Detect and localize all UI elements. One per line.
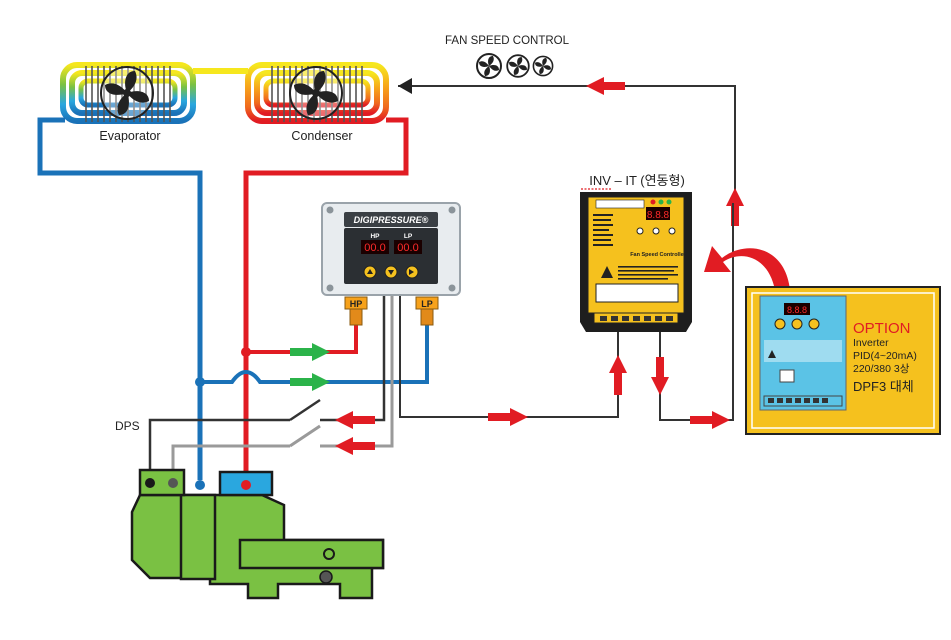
- status-led: [650, 199, 656, 205]
- inverter-unit: 8.8.8 Fan Speed Controller: [580, 192, 692, 332]
- up-icon[interactable]: [367, 269, 373, 274]
- condenser-coil: [245, 62, 389, 124]
- switch-contact-1: [289, 398, 321, 422]
- hp-port-label: HP: [350, 299, 363, 309]
- fan-control-wire: [398, 85, 736, 203]
- warning-icon: [768, 350, 776, 358]
- enter-icon[interactable]: [409, 269, 414, 275]
- arrow-right-icon: [690, 411, 730, 429]
- fan-speed-control-label: FAN SPEED CONTROL: [445, 35, 570, 47]
- option-line4: DPF3 대체: [853, 379, 914, 394]
- lp-display-label: LP: [404, 233, 413, 240]
- arrow-up-icon: [726, 188, 744, 226]
- knob-icon[interactable]: [668, 227, 676, 235]
- option-line3: 220/380 3상: [853, 363, 910, 375]
- replace-arrow-icon: [704, 246, 790, 290]
- arrow-left-icon: [586, 77, 625, 95]
- digipressure-brand: DIGIPRESSURE®: [354, 215, 429, 225]
- status-led: [666, 199, 672, 205]
- hp-display-label: HP: [370, 233, 380, 240]
- liquid-line: [243, 117, 409, 485]
- inverter-display: 8.8.8: [647, 210, 670, 221]
- status-led: [658, 199, 664, 205]
- digipressure-unit: DIGIPRESSURE® HP LP 00.0 00.0 HP LP: [321, 202, 461, 326]
- dps-label: DPS: [115, 419, 140, 433]
- dps-wire-black: [148, 418, 290, 485]
- evaporator-coil: [60, 62, 196, 124]
- suction-line: [37, 117, 203, 480]
- inverter-subtitle: Fan Speed Controller: [630, 252, 686, 258]
- fan-icon: [289, 66, 343, 120]
- down-icon[interactable]: [388, 270, 394, 275]
- bolt-icon: [319, 570, 333, 584]
- option-line1: Inverter: [853, 337, 889, 349]
- fan-icon: [532, 55, 554, 77]
- switch-contact-2: [289, 424, 321, 448]
- fan-icon: [476, 53, 502, 79]
- arrow-up-icon: [609, 355, 627, 395]
- arrow-right-icon: [488, 408, 528, 426]
- lp-display: 00.0: [397, 242, 418, 254]
- arrow-down-icon: [651, 357, 669, 395]
- lp-port-label: LP: [421, 299, 433, 309]
- compressor: [130, 468, 385, 600]
- condenser-label: Condenser: [291, 129, 352, 143]
- hp-display: 00.0: [364, 242, 385, 254]
- knob-icon[interactable]: [636, 227, 644, 235]
- knob-icon[interactable]: [652, 227, 660, 235]
- arrow-right-icon: [290, 373, 330, 391]
- brand-plate: [344, 212, 438, 227]
- option-panel: 8.8.8 OPTION Inverter PID(4~20mA) 220/38…: [745, 286, 941, 435]
- option-display: 8.8.8: [787, 305, 807, 315]
- warning-icon: [601, 266, 613, 278]
- pipe-junction: [195, 377, 205, 387]
- hp-branch-line: [246, 325, 358, 354]
- fan-icon: [506, 54, 530, 78]
- inverter-title: INV – IT (연동형): [589, 173, 685, 188]
- pipe-junction: [241, 347, 251, 357]
- arrow-left-icon: [335, 437, 375, 455]
- evaporator-label: Evaporator: [99, 129, 160, 143]
- fan-speed-icons: [476, 53, 554, 79]
- fan-icon: [100, 66, 154, 120]
- arrow-left-icon: [335, 411, 375, 429]
- digipressure-buttons: [363, 265, 419, 279]
- option-line2: PID(4~20mA): [853, 350, 917, 362]
- fan-control-arrowhead: [398, 78, 412, 94]
- lp-branch-line: [200, 325, 429, 384]
- arrow-right-icon: [290, 343, 330, 361]
- option-title: OPTION: [853, 320, 911, 337]
